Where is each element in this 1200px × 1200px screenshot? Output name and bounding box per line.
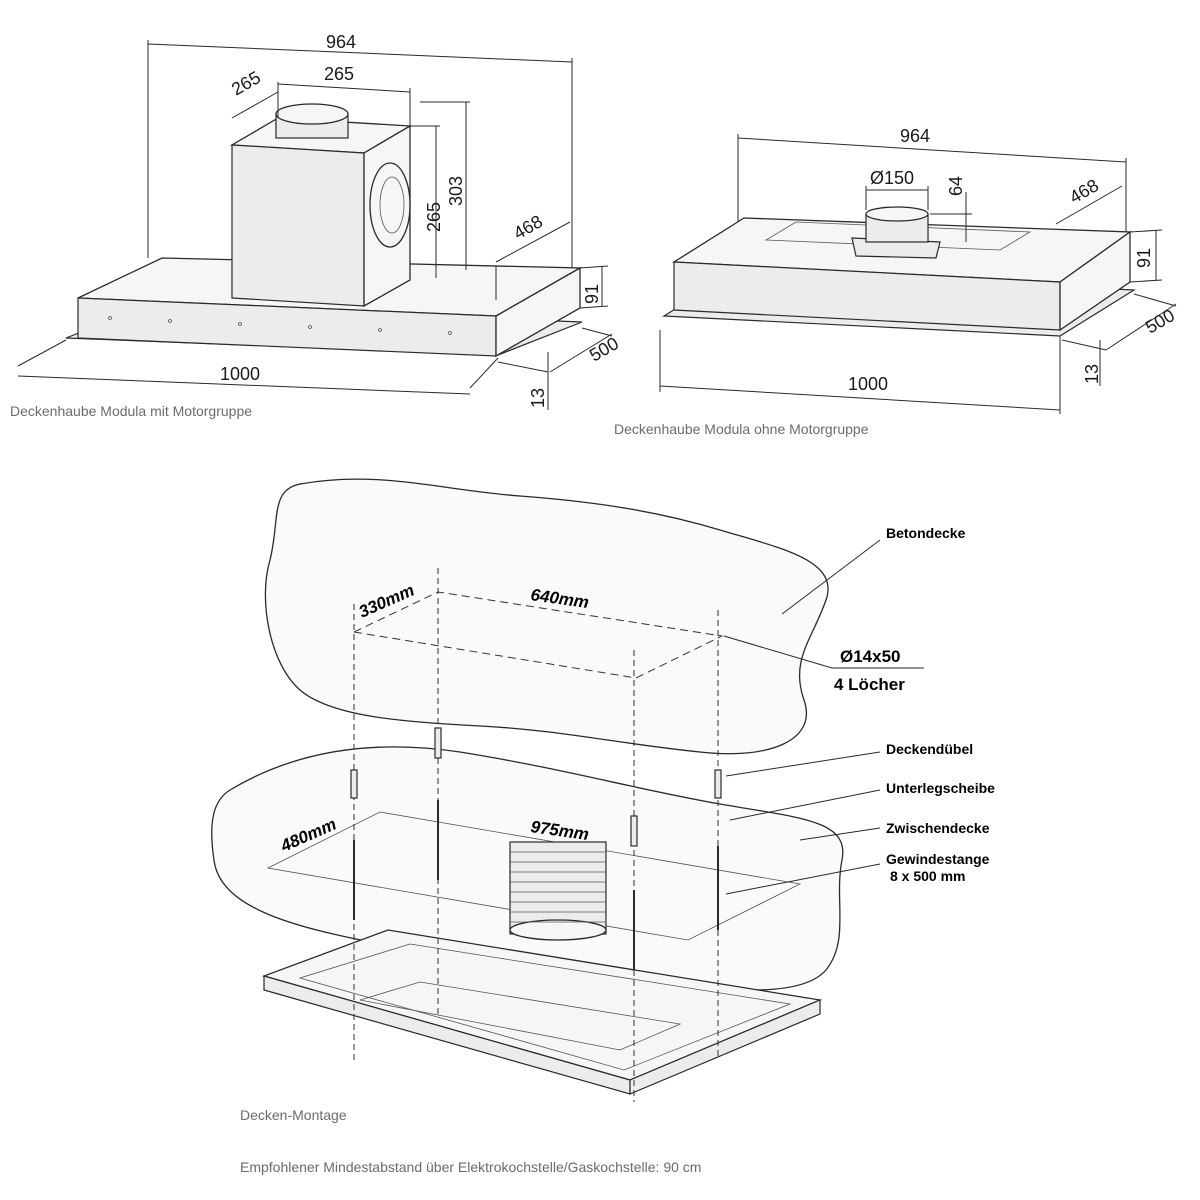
label-intermediate: Zwischendecke bbox=[886, 820, 990, 836]
hood-frame-side bbox=[629, 999, 821, 1095]
caption-with-motor: Deckenhaube Modula mit Motorgruppe bbox=[10, 403, 252, 419]
label-concrete: Betondecke bbox=[886, 525, 966, 541]
dim-motor-depth: 265 bbox=[228, 67, 264, 99]
threaded-rods bbox=[350, 568, 722, 1102]
ceiling-montage-drawing: 330mm 640mm 480mm 975mm Ø14x50 4 Löcher … bbox=[211, 478, 995, 1123]
dim-frame-depth-2: 500 bbox=[1142, 305, 1178, 337]
motor-front bbox=[231, 144, 365, 307]
concrete-ceiling-shape bbox=[264, 478, 829, 755]
dim-depth-top: 468 bbox=[510, 211, 546, 243]
holes-spec-line2: 4 Löcher bbox=[834, 675, 905, 694]
dim-outlet-diameter: Ø150 bbox=[870, 168, 914, 188]
caption-without-motor: Deckenhaube Modula ohne Motorgruppe bbox=[614, 421, 869, 437]
dim-frame-depth: 500 bbox=[586, 333, 622, 365]
dim-total-width-2: 964 bbox=[900, 126, 930, 146]
hole-pattern bbox=[353, 591, 724, 679]
label-washer: Unterlegscheibe bbox=[886, 780, 995, 796]
dim-depth-top-2: 468 bbox=[1066, 175, 1102, 207]
dim-height: 91 bbox=[582, 284, 602, 304]
dim-motor-height-inner: 265 bbox=[424, 202, 444, 232]
holes-spec-line1: Ø14x50 bbox=[840, 647, 901, 666]
label-rod: Gewindestange bbox=[886, 851, 990, 867]
dim-total-width: 964 bbox=[326, 32, 356, 52]
dim-frame-width-2: 1000 bbox=[848, 374, 888, 394]
hood-frame-inner bbox=[298, 943, 792, 1071]
dim-motor-width: 265 bbox=[324, 64, 354, 84]
hood-with-motor-drawing: 964 265 265 265 303 468 91 500 1000 13 D… bbox=[10, 32, 622, 419]
dim-frame-width: 1000 bbox=[220, 364, 260, 384]
footer-note: Empfohlener Mindestabstand über Elektrok… bbox=[240, 1159, 701, 1175]
dim-outlet-height: 64 bbox=[946, 176, 966, 196]
hood-filter-slot bbox=[359, 981, 682, 1051]
dim-height-2: 91 bbox=[1134, 248, 1154, 268]
dim-frame-height-2: 13 bbox=[1082, 364, 1102, 384]
flex-duct bbox=[509, 841, 607, 941]
caption-montage: Decken-Montage bbox=[240, 1107, 347, 1123]
dim-motor-height-outer: 303 bbox=[446, 176, 466, 206]
hood-without-motor-drawing: 964 Ø150 64 468 91 500 1000 13 Deckenhau… bbox=[614, 126, 1178, 437]
label-rod-spec: 8 x 500 mm bbox=[890, 868, 966, 884]
dim-frame-height: 13 bbox=[528, 388, 548, 408]
label-dowel: Deckendübel bbox=[886, 741, 973, 757]
